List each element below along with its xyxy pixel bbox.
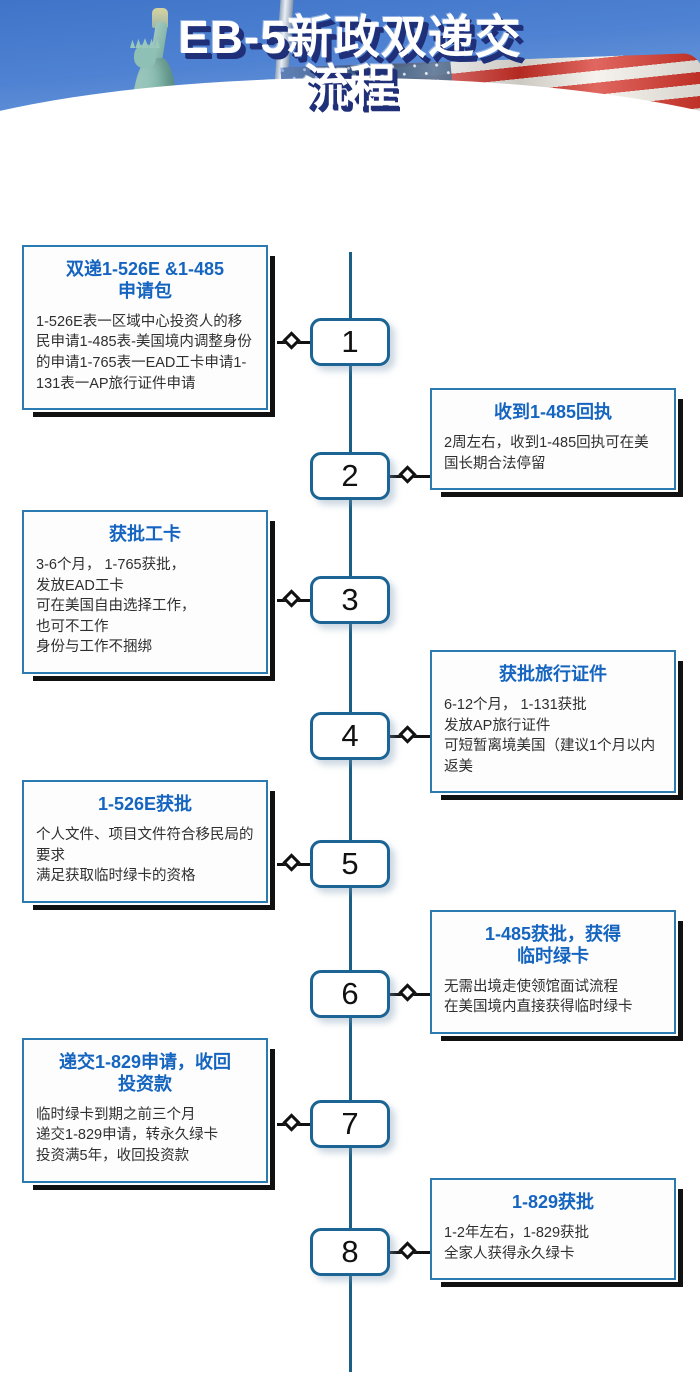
step-card-body: 2周左右，收到1-485回执可在美国长期合法停留 xyxy=(444,434,649,472)
step-card-body: 3-6个月， 1-765获批， 发放EAD工卡 可在美国自由选择工作， 也可不工… xyxy=(36,556,196,656)
step-number-node-5[interactable]: 5 xyxy=(310,840,390,888)
step-connector-diamond-7 xyxy=(281,1113,301,1132)
step-number-node-8[interactable]: 8 xyxy=(310,1228,390,1276)
step-connector-diamond-6 xyxy=(398,983,417,1002)
step-card-4[interactable]: 获批旅行证件 6-12个月， 1-131获批 发放AP旅行证件 可短暂离境美国（建… xyxy=(430,650,683,801)
step-card-5[interactable]: 1-526E获批个人文件、项目文件符合移民局的要求 满足获取临时绿卡的资格 xyxy=(22,780,275,910)
header-banner: EB-5新政双递交 流程 xyxy=(0,0,700,200)
step-card-title: 获批工卡 xyxy=(109,524,181,544)
step-card-title: 收到1-485回执 xyxy=(493,402,613,422)
step-connector-diamond-1 xyxy=(281,331,301,350)
step-card-3[interactable]: 获批工卡 3-6个月， 1-765获批， 发放EAD工卡 可在美国自由选择工作， … xyxy=(22,510,275,681)
step-number-node-1[interactable]: 1 xyxy=(310,318,390,366)
step-number-node-7[interactable]: 7 xyxy=(310,1100,390,1148)
step-number-node-4[interactable]: 4 xyxy=(310,712,390,760)
step-card-8[interactable]: 1-829获批 1-2年左右，1-829获批 全家人获得永久绿卡 xyxy=(430,1178,683,1288)
step-connector-diamond-5 xyxy=(281,853,301,872)
step-card-body: 1-2年左右，1-829获批 全家人获得永久绿卡 xyxy=(444,1224,590,1262)
step-card-1[interactable]: 双递1-526E &1-485 申请包 1-526E表一区域中心投资人的移民申请1… xyxy=(22,245,275,418)
step-number-node-2[interactable]: 2 xyxy=(310,452,390,500)
step-connector-diamond-2 xyxy=(398,465,417,484)
step-card-title: 获批旅行证件 xyxy=(499,664,607,684)
step-card-title: 1-526E获批 xyxy=(97,794,193,814)
step-card-2[interactable]: 收到1-485回执 2周左右，收到1-485回执可在美国长期合法停留 xyxy=(430,388,683,498)
step-number-node-3[interactable]: 3 xyxy=(310,576,390,624)
step-card-body: 个人文件、项目文件符合移民局的要求 满足获取临时绿卡的资格 xyxy=(36,826,254,885)
timeline-spine xyxy=(349,252,352,1372)
step-card-body: 1-526E表一区域中心投资人的移民申请1-485表-美国境内调整身份的申请1-… xyxy=(36,313,252,392)
page-title-line2: 流程 xyxy=(303,60,397,113)
step-connector-diamond-3 xyxy=(281,589,301,608)
step-connector-diamond-8 xyxy=(398,1241,417,1260)
header-curve-mask xyxy=(0,78,700,200)
step-connector-diamond-4 xyxy=(398,725,417,744)
statue-crown xyxy=(130,38,160,48)
step-card-body: 临时绿卡到期之前三个月 递交1-829申请，转永久绿卡 投资满5年，收回投资款 xyxy=(36,1106,219,1165)
step-card-title: 双递1-526E &1-485 申请包 xyxy=(65,259,225,301)
step-card-6[interactable]: 1-485获批，获得 临时绿卡无需出境走使领馆面试流程 在美国境内直接获得临时绿… xyxy=(430,910,683,1042)
step-card-title: 递交1-829申请，收回 投资款 xyxy=(58,1052,232,1094)
step-number-node-6[interactable]: 6 xyxy=(310,970,390,1018)
step-card-7[interactable]: 递交1-829申请，收回 投资款临时绿卡到期之前三个月 递交1-829申请，转永… xyxy=(22,1038,275,1190)
step-card-body: 6-12个月， 1-131获批 发放AP旅行证件 可短暂离境美国（建议1个月以内… xyxy=(444,696,656,775)
flow-diagram: 双递1-526E &1-485 申请包 1-526E表一区域中心投资人的移民申请1… xyxy=(0,200,700,1383)
page-title: EB-5新政双递交 流程 xyxy=(0,11,700,113)
step-card-title: 1-485获批，获得 临时绿卡 xyxy=(484,924,622,966)
step-card-title: 1-829获批 xyxy=(511,1192,595,1212)
step-card-body: 无需出境走使领馆面试流程 在美国境内直接获得临时绿卡 xyxy=(444,978,633,1016)
statue-head xyxy=(134,44,156,68)
page-title-line1: EB-5新政双递交 xyxy=(178,11,522,63)
